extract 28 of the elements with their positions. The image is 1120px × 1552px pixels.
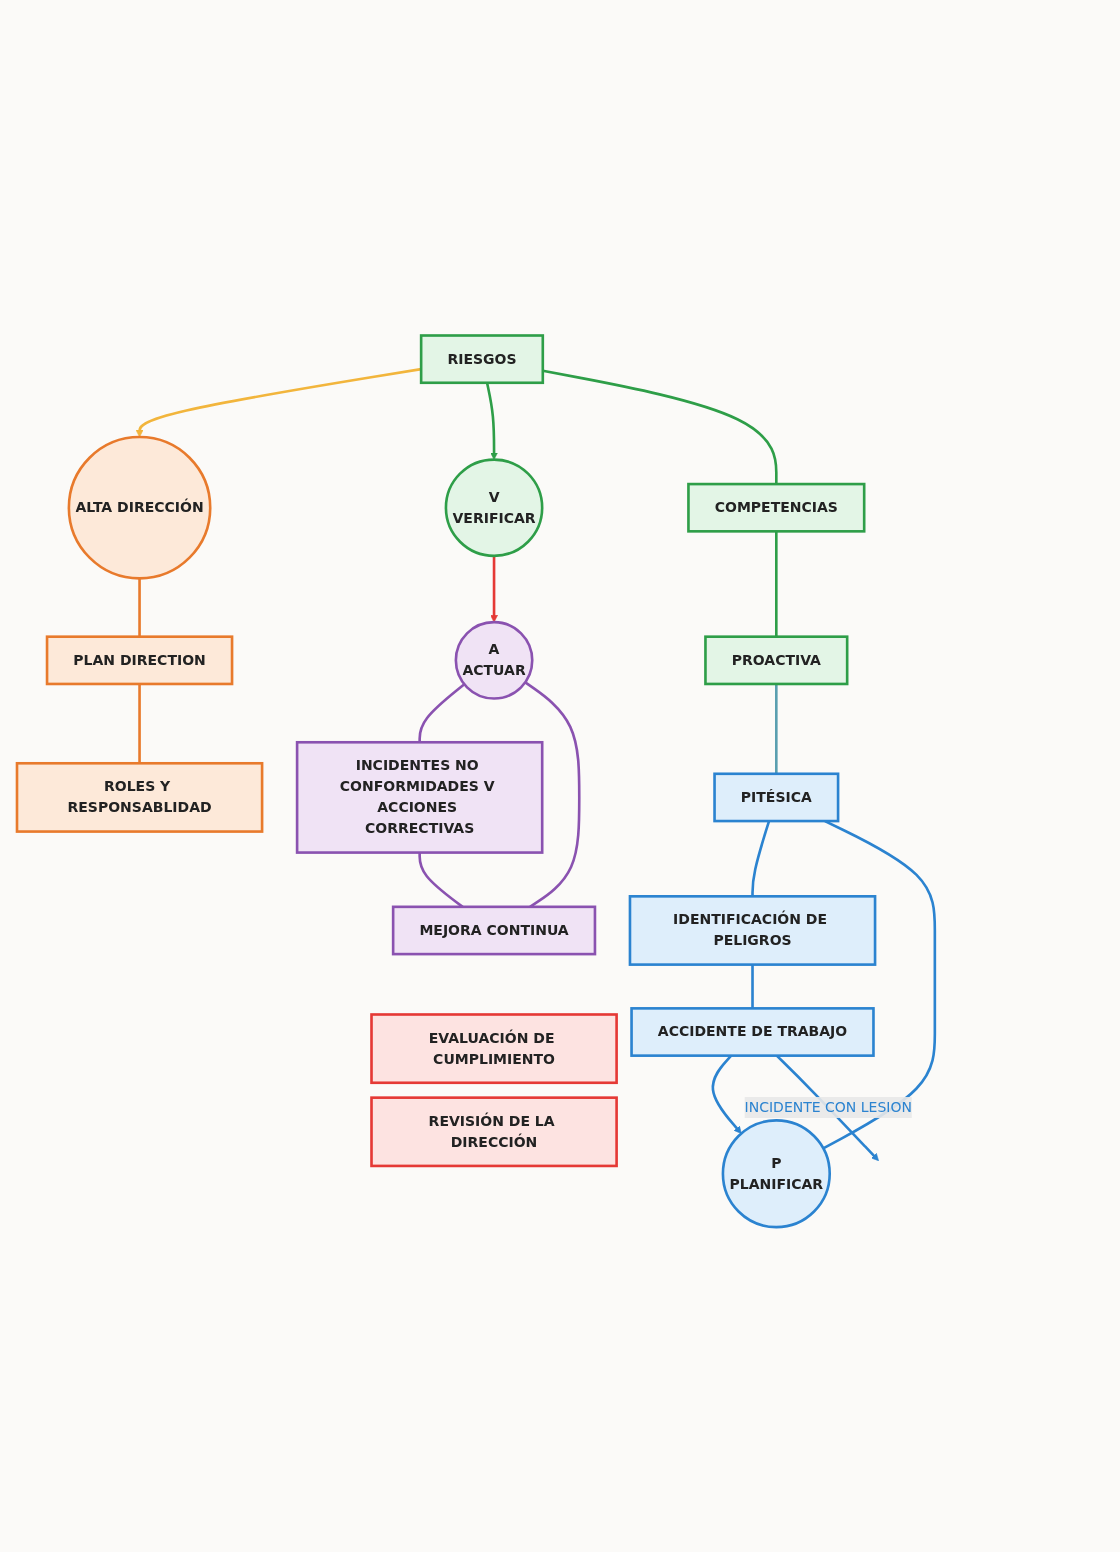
connector bbox=[775, 531, 778, 637]
node-box: EVALUACIÓN DE CUMPLIMIENTO bbox=[370, 1013, 618, 1084]
node-box: IDENTIFICACIÓN DE PELIGROS bbox=[628, 894, 877, 966]
connector bbox=[138, 683, 141, 764]
arrow bbox=[490, 555, 498, 623]
arrow bbox=[135, 367, 422, 438]
node-circle: V VERIFICAR bbox=[444, 458, 544, 558]
node-box: COMPETENCIAS bbox=[687, 482, 866, 533]
node-circle: ALTA DIRECCIÓN bbox=[67, 435, 212, 580]
arrow bbox=[485, 382, 498, 460]
node-box: PITÉSICA bbox=[713, 772, 840, 823]
node-box: PROACTIVA bbox=[704, 635, 849, 686]
connector bbox=[775, 683, 778, 774]
connector bbox=[418, 683, 466, 743]
connector bbox=[542, 369, 778, 484]
node-box: MEJORA CONTINUA bbox=[391, 905, 597, 956]
node-box: ACCIDENTE DE TRABAJO bbox=[630, 1006, 875, 1057]
connector bbox=[138, 578, 141, 637]
node-circle: A ACTUAR bbox=[454, 620, 534, 700]
node-box: RIESGOS bbox=[419, 334, 545, 384]
node-box: ROLES Y RESPONSABLIDAD bbox=[15, 761, 264, 833]
edge-label: INCIDENTE CON LESION bbox=[744, 1098, 912, 1116]
connector bbox=[751, 964, 754, 1009]
connector bbox=[751, 820, 771, 897]
node-circle: P PLANIFICAR bbox=[721, 1119, 831, 1229]
node-box: REVISIÓN DE LA DIRECCIÓN bbox=[370, 1096, 618, 1168]
node-box: INCIDENTES NO CONFORMIDADES V ACCIONES CORRECTIVAS bbox=[295, 740, 544, 854]
node-box: PLAN DIRECTION bbox=[45, 635, 234, 686]
